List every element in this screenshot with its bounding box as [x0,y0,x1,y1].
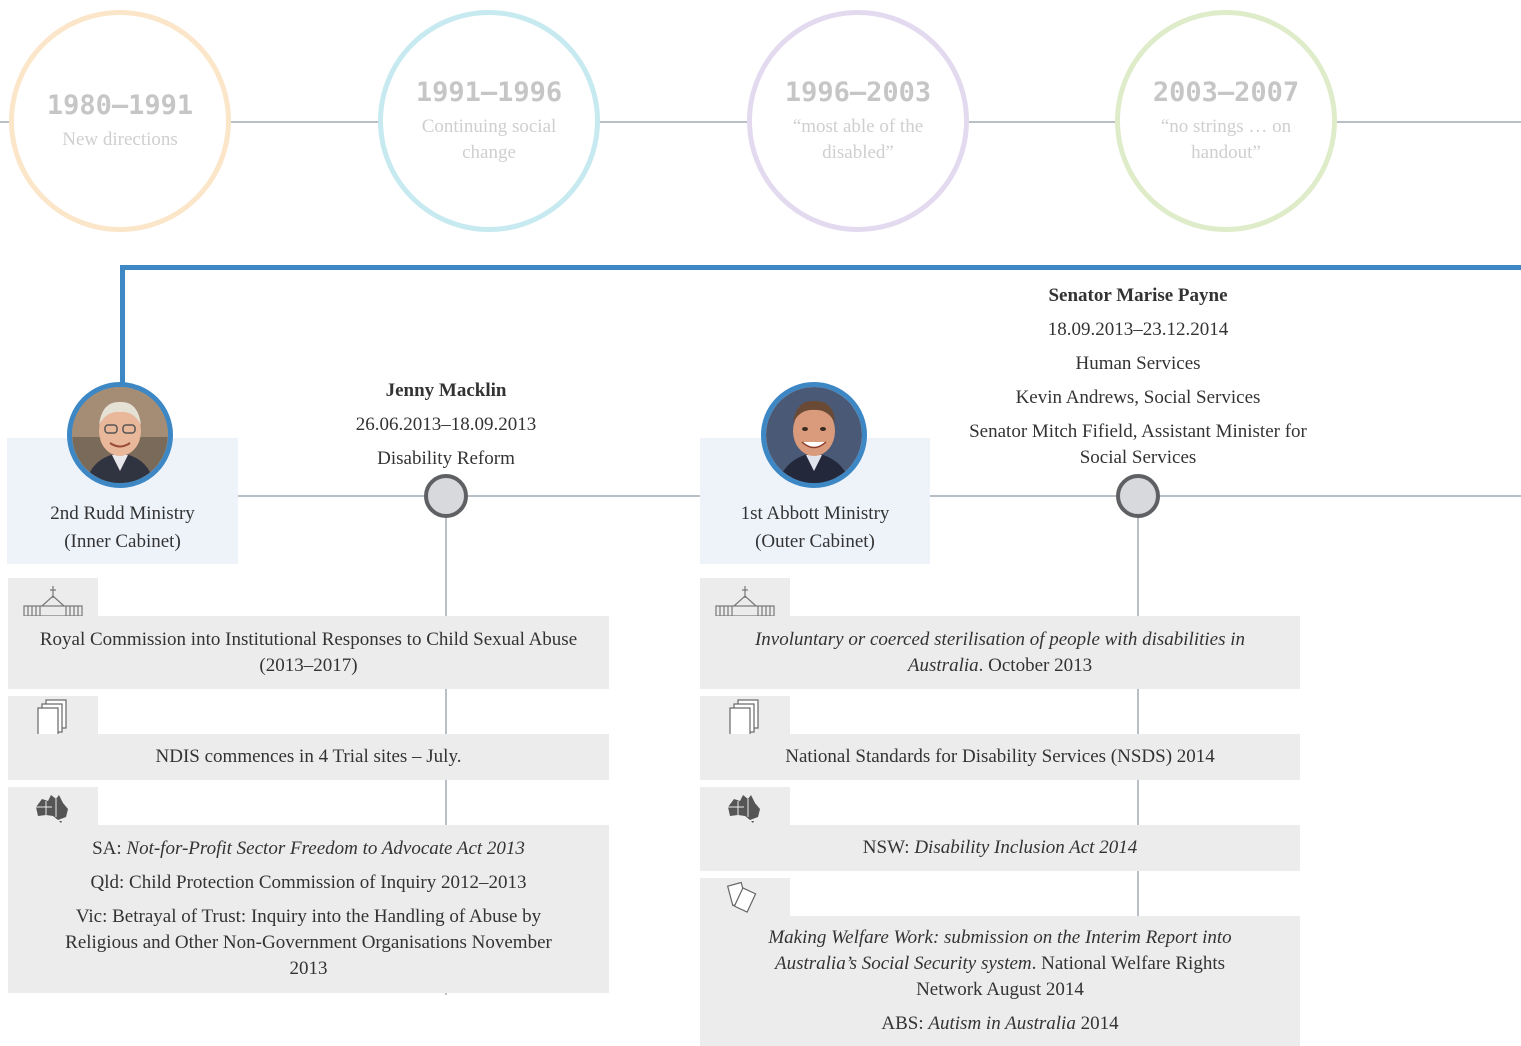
minister-role: Kevin Andrews, Social Services [1015,387,1261,408]
era-subtitle: “most able of the disabled” [792,115,924,163]
minister-name: Jenny Macklin [385,380,507,401]
australia-map-icon [36,795,68,823]
event-text: National Standards for Disability Servic… [785,746,1215,767]
era-subtitle: “no strings … on handout” [1160,115,1292,163]
category-tab-publications [700,878,790,918]
publication-event-welfare: Making Welfare Work: submission on the I… [768,927,1232,1000]
category-tab-documents [8,696,98,737]
minister-node-payne[interactable] [1116,474,1160,518]
event-text: Royal Commission into Institutional Resp… [39,628,578,676]
era-circle-2003: 2003–2007 “no strings … on handout” [1115,10,1337,232]
event-bar-states: NSW: Disability Inclusion Act 2014 [700,825,1300,871]
portrait-icon [72,387,168,483]
ministry-name: 1st Abbott Ministry [740,503,890,524]
publication-event-abs: ABS: Autism in Australia 2014 [881,1013,1119,1034]
avatar-prime-minister-rudd [67,382,173,488]
event-text: NDIS commences in 4 Trial sites – July. [155,746,462,767]
period-bracket-left [120,265,125,385]
event-text: Involuntary or coerced sterilisation of … [754,628,1246,676]
minister-dates: 18.09.2013–23.12.2014 [1047,319,1229,340]
era-subtitle: Continuing social change [421,115,557,163]
era-years: 1991–1996 [415,76,563,108]
category-tab-states [8,787,98,827]
category-tab-documents [700,696,790,737]
era-circle-1996: 1996–2003 “most able of the disabled” [747,10,969,232]
minister-role: Disability Reform [377,448,515,469]
category-tab-parliament [700,578,790,618]
documents-icon [37,699,67,737]
portrait-icon [766,387,862,483]
event-bar-parliament: Royal Commission into Institutional Resp… [8,616,609,689]
minister-name: Senator Marise Payne [1048,285,1228,306]
australia-map-icon [728,795,760,823]
ministry-timeline-line [930,495,1521,497]
event-bar-documents: National Standards for Disability Servic… [700,734,1300,780]
minister-role: Human Services [1075,353,1201,374]
parliament-house-icon [715,586,775,617]
ministry-cabinet: (Inner Cabinet) [64,531,181,552]
documents-icon [729,699,759,737]
parliament-house-icon [23,586,83,617]
era-years: 2003–2007 [1152,76,1300,108]
state-event-nsw: NSW: Disability Inclusion Act 2014 [862,837,1138,858]
event-bar-documents: NDIS commences in 4 Trial sites – July. [8,734,609,780]
minister-dates: 26.06.2013–18.09.2013 [355,414,537,435]
event-bar-publications: Making Welfare Work: submission on the I… [700,916,1300,1046]
publications-icon [726,881,757,913]
category-tab-parliament [8,578,98,618]
avatar-prime-minister-abbott [761,382,867,488]
minister-node-macklin[interactable] [424,474,468,518]
minister-info-payne: Senator Marise Payne 18.09.2013–23.12.20… [948,279,1328,471]
ministry-timeline-line [237,495,700,497]
era-circle-1980: 1980–1991 New directions [9,10,231,232]
era-years: 1996–2003 [784,76,932,108]
period-bracket-top [120,265,1521,270]
state-event-qld: Qld: Child Protection Commission of Inqu… [90,872,527,893]
era-years: 1980–1991 [46,89,194,121]
minister-role: Senator Mitch Fifield, Assistant Ministe… [969,421,1307,468]
event-bar-parliament: Involuntary or coerced sterilisation of … [700,616,1300,689]
ministry-name: 2nd Rudd Ministry [50,503,195,524]
minister-info-macklin: Jenny Macklin 26.06.2013–18.09.2013 Disa… [296,374,596,476]
era-subtitle: New directions [62,128,178,150]
era-circle-1991: 1991–1996 Continuing social change [378,10,600,232]
category-tab-states [700,787,790,827]
ministry-cabinet: (Outer Cabinet) [755,531,875,552]
state-event-sa: SA: Not-for-Profit Sector Freedom to Adv… [92,838,525,859]
event-bar-states: SA: Not-for-Profit Sector Freedom to Adv… [8,825,609,993]
state-event-vic: Vic: Betrayal of Trust: Inquiry into the… [65,906,552,979]
